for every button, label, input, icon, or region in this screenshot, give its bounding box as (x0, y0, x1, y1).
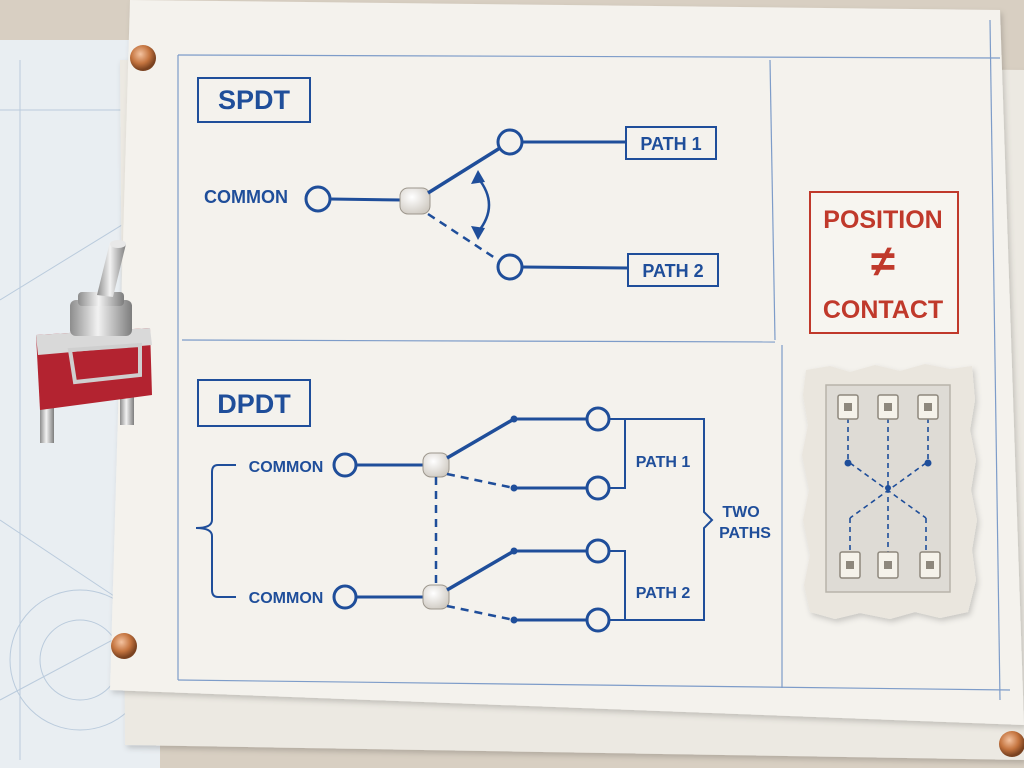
pushpins (111, 45, 1024, 757)
dpdt-title-box (197, 379, 311, 427)
spdt-arrow-head-top (471, 170, 485, 184)
spdt-common-wire (329, 197, 403, 202)
dpdt-title: DPDT (217, 389, 291, 419)
toggle-lever (97, 242, 126, 297)
spdt-switch-arm (427, 146, 501, 195)
dpdt-common-bottom-terminal (332, 584, 358, 610)
note-not-equal-symbol: ≠ (871, 237, 895, 286)
dpdt-section: DPDT COMMON COMMON PATH 1 (195, 379, 771, 633)
note-box (809, 191, 959, 334)
dpdt-top-dashed-arm (446, 472, 515, 490)
spdt-path2-wire (521, 265, 629, 270)
dpdt-path2-label: PATH 2 (636, 585, 691, 602)
position-contact-note: POSITION ≠ CONTACT (809, 191, 959, 334)
spdt-path1-terminal (496, 128, 524, 156)
dpdt-pivot-bottom (422, 584, 450, 610)
pin-node-left (844, 459, 852, 467)
spdt-section: SPDT COMMON PATH 1 PATH 2 (197, 77, 719, 287)
contact-pin-card (802, 364, 977, 619)
spdt-common-terminal (304, 185, 332, 213)
dpdt-common-bottom-label: COMMON (249, 590, 324, 607)
dpdt-common-top-terminal (332, 452, 358, 478)
dpdt-bottom-terminal-b (585, 607, 611, 633)
spdt-title: SPDT (218, 85, 291, 115)
spdt-path1-box (625, 126, 717, 160)
spdt-pivot (399, 187, 431, 215)
spdt-common-label: COMMON (204, 187, 288, 207)
dpdt-left-brace (195, 464, 236, 598)
dpdt-bottom-arm (446, 549, 515, 592)
sheet-frame (177, 19, 1011, 701)
dpdt-common-top-label: COMMON (249, 459, 324, 476)
dpdt-bottom-terminal-a (585, 538, 611, 564)
dpdt-path1-bracket (609, 418, 626, 489)
paper-sheet (110, 0, 1024, 725)
dpdt-path1-label: PATH 1 (636, 454, 691, 471)
dpdt-top-terminal-b (585, 475, 611, 501)
spdt-arrow-head-bottom (471, 226, 485, 240)
toggle-switch-photo (36, 240, 152, 443)
spdt-title-box (197, 77, 311, 123)
pin-node-center (885, 485, 891, 491)
spdt-toggle-arrow (477, 177, 491, 233)
spdt-path1-label: PATH 1 (640, 134, 701, 154)
pushpin-bottom-right (999, 731, 1024, 757)
dpdt-top-terminal-a (585, 406, 611, 432)
dpdt-path2-bracket (609, 550, 626, 621)
dpdt-bottom-dashed-arm (446, 604, 515, 622)
note-contact-text: CONTACT (823, 296, 943, 324)
dpdt-two-paths-line2: PATHS (719, 525, 771, 542)
spdt-path2-label: PATH 2 (642, 261, 703, 281)
pin-node-right (924, 459, 932, 467)
toggle-bushing (70, 300, 132, 336)
note-position-text: POSITION (823, 206, 942, 234)
pushpin-bottom-left (111, 633, 137, 659)
dpdt-two-paths-bracket (625, 418, 714, 621)
dpdt-two-paths-line1: TWO (722, 504, 759, 521)
dpdt-top-arm (446, 417, 515, 460)
pushpin-top-left (130, 45, 156, 71)
spdt-path2-terminal (496, 253, 524, 281)
spdt-path2-box (627, 253, 719, 287)
dpdt-pivot-top (422, 452, 450, 478)
